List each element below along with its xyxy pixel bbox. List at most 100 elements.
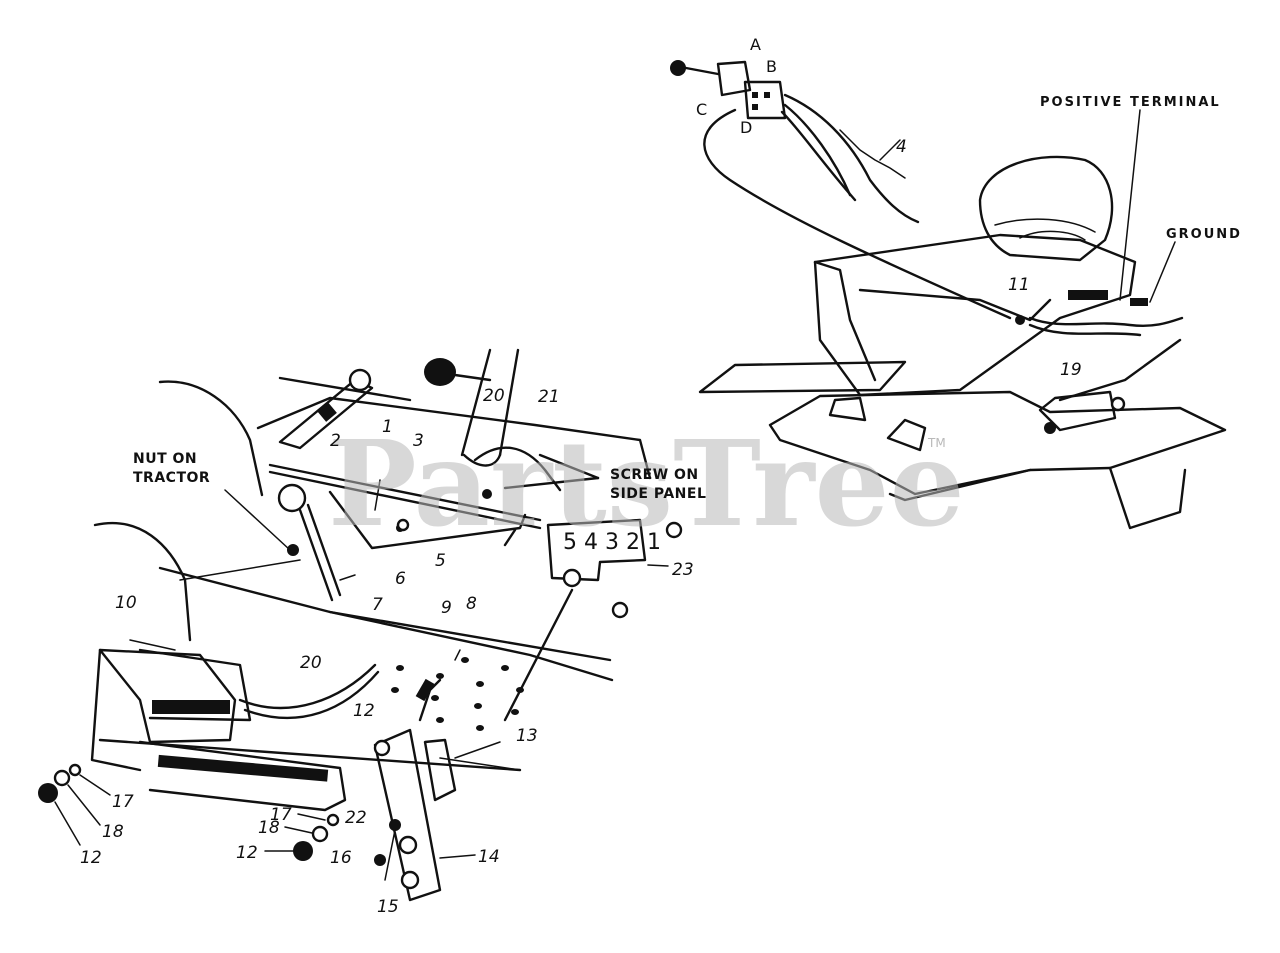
deck-side [1108, 466, 1187, 530]
part-11: 11 [1008, 275, 1030, 295]
actuator-tube [138, 740, 347, 812]
leader-18b [284, 826, 313, 834]
nut-12-bottom [293, 841, 313, 861]
washer-17-bottom [326, 813, 340, 827]
part-17-left: 17 [112, 792, 134, 812]
seat-bracket-left [828, 396, 867, 422]
part-16: 16 [330, 848, 352, 868]
battery-post [1015, 315, 1025, 325]
harness-bolt [670, 60, 686, 76]
ground-terminal [1130, 298, 1148, 306]
switch-cable [1058, 338, 1182, 402]
connector-letter-d: D [740, 118, 752, 137]
positive-terminal [1068, 290, 1108, 300]
gear-plate-numbers: 5 4 3 2 1 [563, 530, 661, 555]
part-3: 3 [413, 431, 424, 451]
part-12-top: 12 [353, 701, 375, 721]
leader-17a [79, 774, 111, 796]
connector-letter-c: C [696, 100, 707, 119]
wire-a [783, 93, 920, 224]
part-6: 6 [395, 569, 406, 589]
part-7: 7 [372, 595, 383, 615]
shift-lever-right [498, 348, 520, 457]
motor-end [90, 648, 142, 772]
watermark: PartsTree [328, 414, 965, 553]
washer-18-left [53, 769, 71, 787]
seat-bracket-right [886, 418, 927, 452]
lever-clip [317, 402, 337, 422]
actuator-rack [157, 754, 329, 782]
nut-5 [396, 518, 410, 532]
lever-pivot-1 [348, 368, 372, 392]
ground-label: GROUND [1166, 227, 1242, 242]
cable-21 [473, 446, 562, 492]
connector-letter-b: B [766, 57, 777, 76]
bolt-top [503, 528, 517, 547]
pin-3 [752, 104, 758, 110]
connector-block [743, 80, 787, 120]
part-2: 2 [330, 431, 341, 451]
plate-knob [665, 521, 683, 539]
pivot-12 [373, 739, 391, 757]
part-18-bottom: 18 [258, 818, 280, 838]
drop-bolt [562, 568, 582, 588]
shift-knob [424, 358, 456, 386]
leader-17b [297, 813, 326, 821]
part-8: 8 [466, 594, 477, 614]
upper-panel-top [256, 396, 652, 480]
washer-18-bottom [311, 825, 329, 843]
leader-frame [179, 559, 301, 581]
deck-edge [888, 468, 1032, 502]
motor-band [152, 700, 230, 714]
shift-lever-base [462, 453, 502, 467]
shift-arm-14 [373, 728, 442, 902]
plate-washer [611, 601, 629, 619]
nut-on-tractor [287, 544, 299, 556]
tractor-frame-left [38, 348, 683, 902]
switch-knob [1110, 396, 1126, 412]
floor-holes [391, 657, 524, 731]
part-14: 14 [478, 847, 500, 867]
pin-1 [752, 92, 758, 98]
switch-screw [1044, 422, 1056, 434]
seat-back-line2 [1019, 230, 1086, 241]
footrest-left [698, 360, 907, 394]
part-12-left: 12 [80, 848, 102, 868]
part-18-left: 18 [102, 822, 124, 842]
long-wire [703, 108, 1012, 320]
leader-4 [879, 139, 901, 161]
leader-12a [54, 801, 81, 846]
fender-top [158, 380, 264, 497]
frame-rail-2 [268, 470, 542, 530]
fender-lower [93, 521, 192, 642]
positive-terminal-label: POSITIVE TERMINAL [1040, 95, 1221, 110]
motor-body [138, 648, 252, 722]
screw-leader-1 [503, 476, 600, 490]
part-21: 21 [538, 387, 560, 407]
nut-on-tractor-leader [224, 489, 291, 551]
screw-on-side-panel-line2: SIDE PANEL [610, 486, 706, 502]
connector-clip [716, 60, 752, 97]
part-15: 15 [377, 897, 399, 917]
part-17-bottom: 17 [270, 805, 292, 825]
bolt-16 [374, 854, 386, 866]
battery-cable-2 [1028, 323, 1142, 337]
part-20-top: 20 [483, 386, 505, 406]
arm-hole [400, 870, 420, 890]
pin-22 [389, 819, 401, 831]
nut-12-left [38, 783, 58, 803]
watermark-tm: TM [927, 436, 946, 450]
spring-body [415, 678, 435, 702]
part-20-motor: 20 [300, 653, 322, 673]
side-panel-screw [482, 489, 492, 499]
wire-20b [243, 670, 380, 719]
support-rod [298, 508, 334, 602]
wiring-harness [670, 60, 1012, 320]
positive-terminal-leader [1119, 109, 1141, 301]
arm-hole-2 [398, 835, 418, 855]
wire-b [783, 103, 852, 197]
connector-letter-a: A [750, 35, 761, 54]
tractor-body-right [698, 155, 1227, 530]
